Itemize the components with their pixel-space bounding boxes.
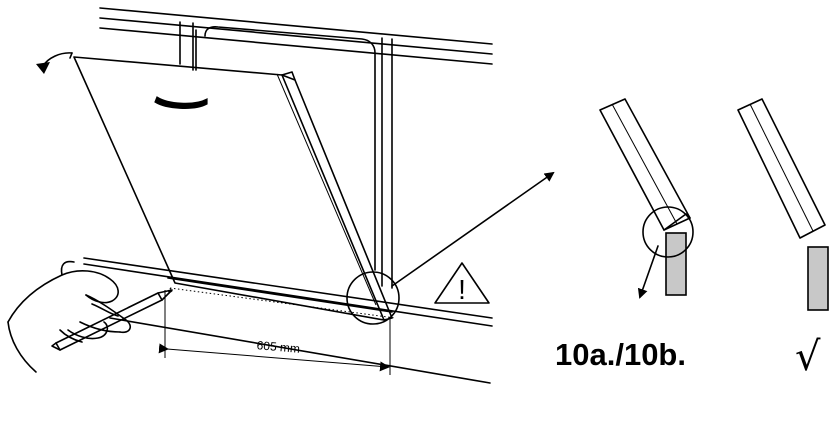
warning-symbol: ! [458, 274, 466, 305]
dimension-605: 605 mm [158, 290, 391, 375]
dimension-label: 605 mm [256, 338, 300, 356]
step-label: 10a./10b. [555, 337, 686, 372]
rotate-arrow-icon [36, 52, 73, 74]
pencil-icon [51, 289, 173, 351]
cabinet-side-left [179, 21, 194, 71]
plinth [83, 257, 493, 384]
detail-circle [346, 171, 555, 325]
door-handle [154, 96, 208, 109]
warning-triangle-icon: ! [434, 262, 490, 305]
hand-with-pencil [7, 260, 132, 373]
cabinet-side-right [381, 37, 393, 289]
appliance-body [195, 26, 376, 271]
detail-a [599, 98, 694, 299]
countertop [99, 7, 493, 65]
detail-b [737, 98, 829, 311]
checkmark-icon: √ [795, 334, 821, 380]
